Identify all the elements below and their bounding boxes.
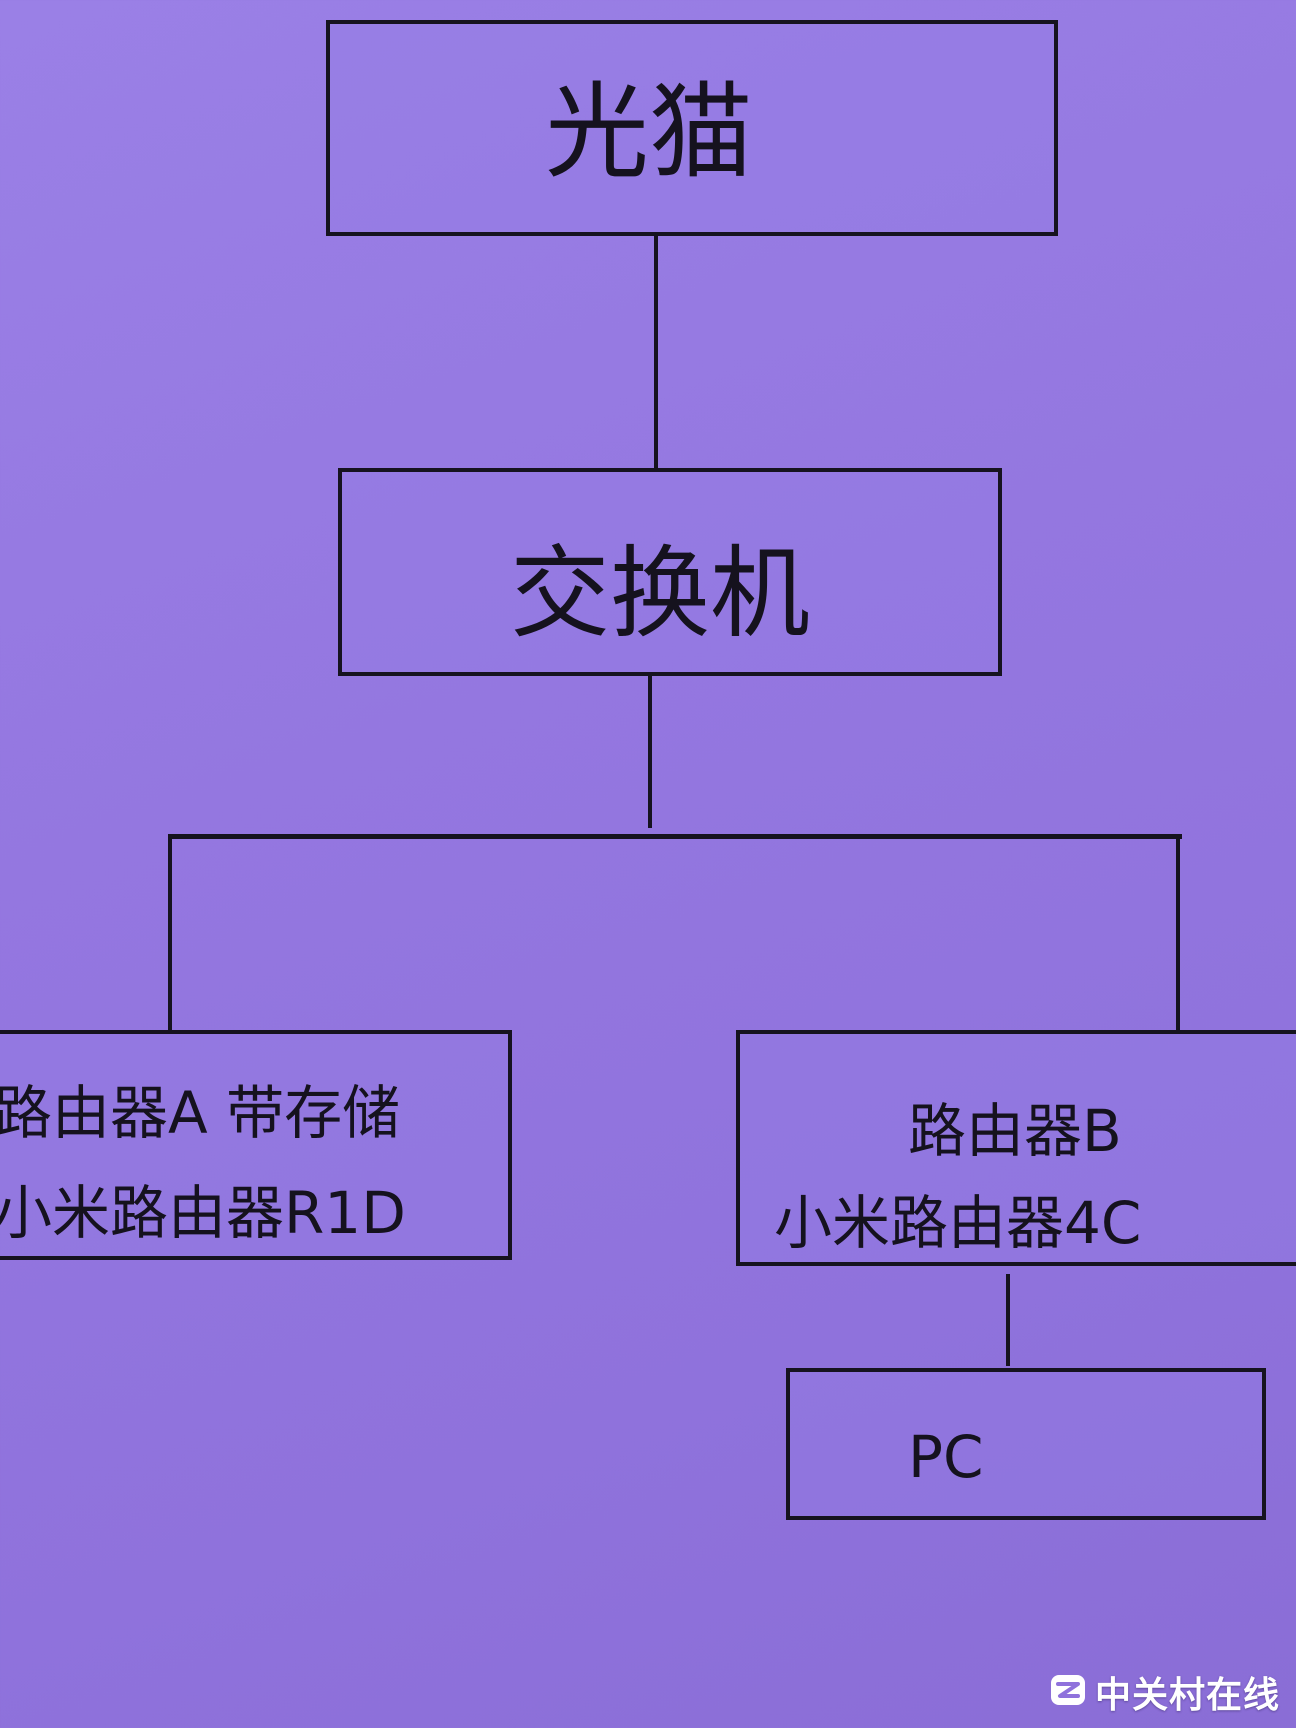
- router-b-node: [736, 1030, 1296, 1266]
- modem-node: [326, 20, 1058, 236]
- switch-label: 交换机: [510, 535, 810, 652]
- connector-modem-switch: [654, 236, 658, 472]
- watermark: 中关村在线: [1049, 1666, 1280, 1718]
- connector-branch-router-a: [168, 834, 172, 1030]
- branch-bar: [170, 834, 1182, 839]
- pc-node: [786, 1368, 1266, 1520]
- watermark-text: 中关村在线: [1094, 1675, 1280, 1716]
- router-a-node: [0, 1030, 512, 1260]
- router-b-line2: 小米路由器4C: [774, 1189, 1142, 1257]
- connector-switch-branch: [648, 676, 652, 828]
- router-a-line1: 路由器A 带存储: [0, 1079, 401, 1147]
- modem-label: 光猫: [545, 71, 754, 193]
- connector-router-b-pc: [1006, 1274, 1010, 1366]
- router-a-line2: 小米路由器R1D: [0, 1179, 406, 1247]
- connector-branch-router-b: [1176, 836, 1180, 1032]
- zol-logo-icon: [1049, 1671, 1087, 1713]
- pc-label: PC: [908, 1423, 984, 1491]
- switch-node: [338, 468, 1002, 676]
- router-b-line1: 路由器B: [908, 1097, 1122, 1165]
